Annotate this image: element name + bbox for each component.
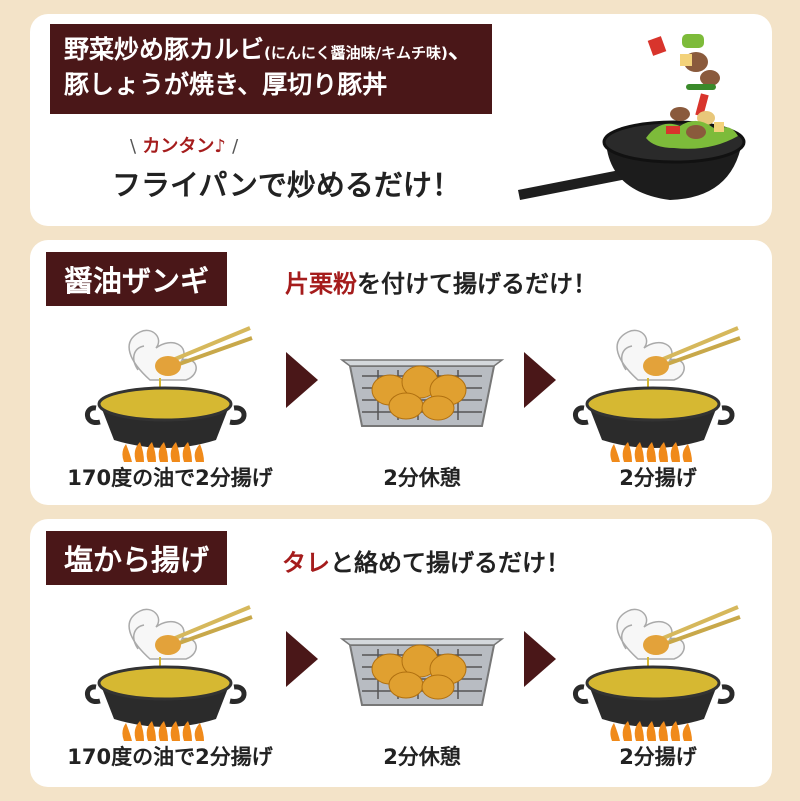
arrow-right-icon: [524, 631, 556, 687]
kantan-note: \ カンタン♪ /: [130, 132, 238, 158]
step1-label: 170度の油で2分揚げ: [67, 745, 273, 769]
banner-line1-small: (にんにく醤油味/キムチ味): [264, 44, 448, 62]
desc-rest: を付けて揚げるだけ！: [357, 270, 597, 298]
banner-line1-end: 、: [447, 35, 473, 64]
shio-karaage-title: 塩から揚げ: [46, 531, 228, 585]
stir-fry-banner: 野菜炒め豚カルビ(にんにく醤油味/キムチ味)、 豚しょうが焼き、厚切り豚丼: [50, 24, 492, 114]
desc-rest: と絡めて揚げるだけ！: [330, 549, 570, 577]
wok-icon: [518, 34, 746, 200]
kantan-slash-left: \: [130, 136, 137, 157]
arrow-right-icon: [286, 352, 318, 408]
stir-fry-method: フライパンで炒めるだけ！: [112, 168, 461, 202]
cooling-rack-icon: [341, 638, 503, 706]
step1-label: 170度の油で2分揚げ: [67, 466, 273, 490]
fryer-pot-icon: [90, 322, 250, 467]
desc-highlight: 片栗粉: [285, 270, 357, 298]
shoyu-zangi-card: 醤油ザンギ 片栗粉を付けて揚げるだけ！ 170度の油で2分揚げ 2分休憩 2分揚…: [30, 240, 772, 505]
arrow-right-icon: [286, 631, 318, 687]
shoyu-zangi-description: 片栗粉を付けて揚げるだけ！: [285, 264, 597, 299]
fryer-pot-icon: [578, 322, 738, 467]
fryer-pot-icon: [90, 601, 250, 746]
banner-line1-main: 野菜炒め豚カルビ: [64, 35, 265, 64]
kantan-slash-right: /: [232, 136, 239, 157]
shoyu-zangi-title: 醤油ザンギ: [46, 252, 228, 306]
banner-line2: 豚しょうが焼き、厚切り豚丼: [64, 70, 388, 99]
fryer-pot-icon: [578, 601, 738, 746]
arrow-right-icon: [524, 352, 556, 408]
cooling-rack-icon: [341, 359, 503, 427]
step2-label: 2分休憩: [383, 745, 461, 769]
step3-label: 2分揚げ: [619, 745, 697, 769]
shio-karaage-description: タレと絡めて揚げるだけ！: [282, 543, 570, 578]
desc-highlight: タレ: [282, 549, 330, 577]
kantan-text: カンタン♪: [142, 136, 226, 157]
shio-karaage-card: 塩から揚げ タレと絡めて揚げるだけ！ 170度の油で2分揚げ 2分休憩 2分揚げ: [30, 519, 772, 787]
step3-label: 2分揚げ: [619, 466, 697, 490]
stir-fry-card: 野菜炒め豚カルビ(にんにく醤油味/キムチ味)、 豚しょうが焼き、厚切り豚丼 \ …: [30, 14, 772, 226]
step2-label: 2分休憩: [383, 466, 461, 490]
